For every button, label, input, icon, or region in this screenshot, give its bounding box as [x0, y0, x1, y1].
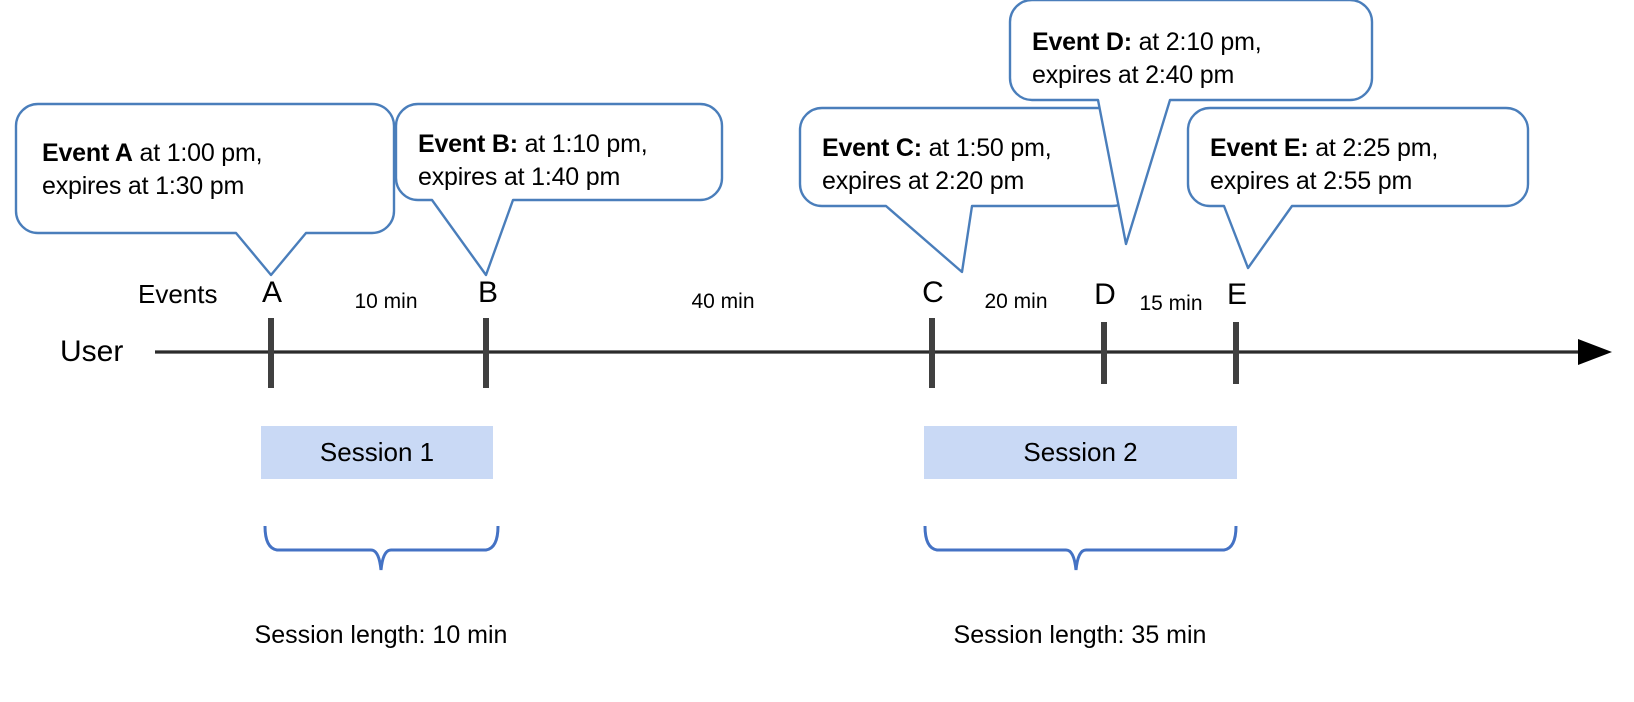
callout-a-shape [14, 102, 396, 277]
gap-label-c-d: 20 min [984, 290, 1048, 313]
session-2-bar: Session 2 [924, 426, 1237, 479]
callout-b-line2: expires at 1:40 pm [418, 163, 621, 191]
callout-c-line1-rest: at 1:50 pm, [921, 134, 1052, 162]
callout-c-event-name: Event C [822, 134, 914, 162]
gap-label-d-e: 15 min [1139, 292, 1203, 315]
marker-letter-a: A [261, 276, 283, 309]
callout-b-shape [394, 102, 724, 277]
session-1-label: Session 1 [319, 437, 435, 467]
marker-letter-d: D [1094, 278, 1116, 311]
callout-e-event-name: Event E [1210, 134, 1301, 162]
callout-c-separator: : [913, 134, 922, 162]
callout-d-text: Event D: at 2:10 pm, expires at 2:40 pm [1032, 26, 1262, 92]
callout-c-text: Event C: at 1:50 pm, expires at 2:20 pm [822, 132, 1052, 198]
axis-arrow-icon [1578, 339, 1612, 365]
callout-c-line2: expires at 2:20 pm [822, 167, 1025, 195]
callout-b-separator: : [509, 130, 518, 158]
marker-letter-b: B [477, 276, 499, 309]
events-label: Events [138, 279, 218, 309]
marker-letter-e: E [1226, 278, 1248, 311]
callout-a-line2: expires at 1:30 pm [42, 172, 245, 200]
timeline-ticks [268, 318, 1239, 388]
callout-e-line2: expires at 2:55 pm [1210, 167, 1413, 195]
timeline-axis [155, 339, 1612, 365]
axis-row-label-user: User [60, 335, 124, 368]
callout-d-line2: expires at 2:40 pm [1032, 61, 1235, 89]
callout-e-shape [1186, 106, 1530, 270]
gap-label-b-c: 40 min [691, 290, 755, 313]
session-2-brace [923, 525, 1238, 571]
callout-b-line1-rest: at 1:10 pm, [517, 130, 648, 158]
session-2-label: Session 2 [1023, 437, 1138, 467]
callout-b-event-name: Event B [418, 130, 510, 158]
session-1-brace [263, 525, 500, 571]
session-1-length-label: Session length: 10 min [254, 621, 508, 649]
callout-d-event-name: Event D [1032, 28, 1124, 56]
marker-letter-c: C [922, 276, 944, 309]
callout-e-separator: : [1300, 134, 1309, 162]
callout-e-line1-rest: at 2:25 pm, [1308, 134, 1439, 162]
session-1-bar: Session 1 [261, 426, 493, 479]
callout-a-event-name: Event A [42, 139, 133, 167]
callout-b-text: Event B: at 1:10 pm, expires at 1:40 pm [418, 128, 648, 194]
callout-d-shape [1008, 0, 1374, 246]
callout-d-separator: : [1123, 28, 1132, 56]
session-2-length-label: Session length: 35 min [953, 621, 1207, 649]
callout-a-line1-rest: at 1:00 pm, [132, 139, 263, 167]
gap-label-a-b: 10 min [354, 290, 418, 313]
callout-a-text: Event A at 1:00 pm, expires at 1:30 pm [42, 137, 263, 203]
callout-e-text: Event E: at 2:25 pm, expires at 2:55 pm [1210, 132, 1438, 198]
callout-d-line1-rest: at 2:10 pm, [1131, 28, 1262, 56]
